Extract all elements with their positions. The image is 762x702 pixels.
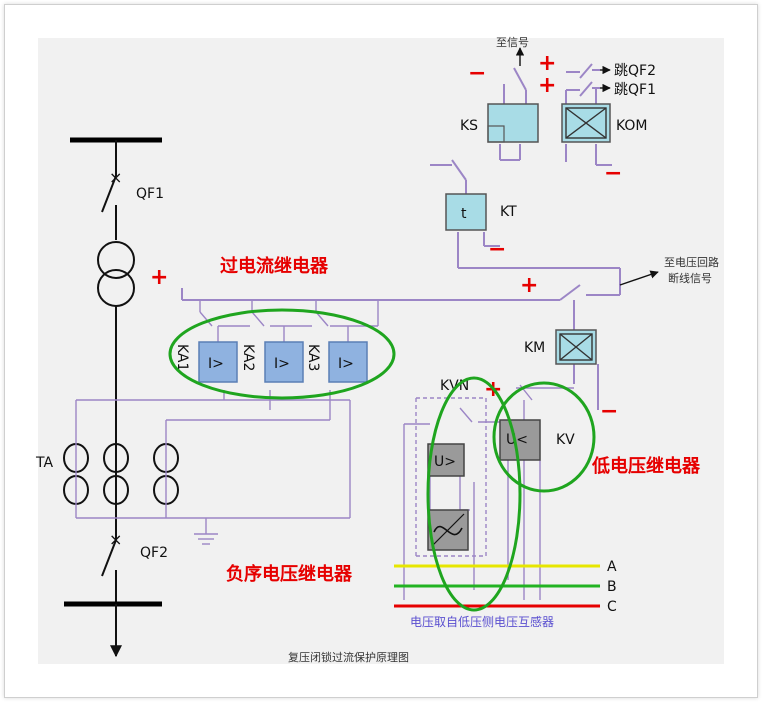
phase-c-label: C xyxy=(607,599,617,615)
current-transformers: TA xyxy=(35,443,179,505)
minus-sign-km: − xyxy=(600,399,618,424)
qf2-x-mark: × xyxy=(109,530,122,549)
ka2-relay-label: I> xyxy=(274,356,290,372)
minus-sign-ks: − xyxy=(468,61,486,86)
u-less-label: U< xyxy=(506,432,528,448)
trip-qf2-label: 跳QF2 xyxy=(614,63,656,79)
qf1-label: QF1 xyxy=(136,186,164,202)
km-label: KM xyxy=(524,340,545,356)
ka2-label: KA2 xyxy=(240,344,256,371)
qf2-breaker xyxy=(101,539,117,577)
ta-label: TA xyxy=(35,455,53,471)
ka3-relay xyxy=(328,341,368,383)
qf1-x-mark: × xyxy=(109,168,122,187)
undervoltage-highlight xyxy=(492,381,596,493)
to-voltage-label-1: 至电压回路 xyxy=(664,256,719,269)
trip-qf1-label: 跳QF1 xyxy=(614,82,656,98)
voltage-source-label: 电压取自低压侧电压互感器 xyxy=(410,614,554,629)
to-voltage-label-2: 断线信号 xyxy=(668,271,712,285)
signal-label: 至信号 xyxy=(496,36,529,49)
kom-label: KOM xyxy=(616,118,648,134)
phase-lines: A B C 电压取自低压侧电压互感器 xyxy=(394,559,617,629)
voltage-relays: KVN U> U< KV xyxy=(427,378,575,551)
u-less-relay xyxy=(499,419,541,461)
negative-sequence-highlight xyxy=(426,376,522,612)
transformer-winding-1 xyxy=(97,241,135,279)
to-voltage-arrow xyxy=(619,270,659,286)
ka1-relay xyxy=(198,341,238,383)
phase-a-label: A xyxy=(607,559,617,575)
kt-label: KT xyxy=(500,204,517,220)
minus-sign-kom: − xyxy=(604,161,622,186)
primary-circuit: × QF1 × QF2 xyxy=(64,137,168,658)
ka2-relay xyxy=(264,341,304,383)
transformer-winding-2 xyxy=(97,269,135,307)
overcurrent-annotation: 过电流继电器 xyxy=(220,255,329,277)
overcurrent-highlight xyxy=(168,308,396,400)
figure-caption: 复压闭锁过流保护原理图 xyxy=(288,650,409,664)
ks-label: KS xyxy=(460,118,478,134)
qf1-breaker xyxy=(101,175,117,213)
kv-label: KV xyxy=(556,432,575,448)
ka1-label: KA1 xyxy=(174,344,190,371)
undervoltage-annotation: 低电压继电器 xyxy=(591,455,701,477)
kt-relay xyxy=(445,193,487,231)
plus-sign-qf1: + xyxy=(538,73,556,98)
plus-sign-km: + xyxy=(520,273,538,298)
ka1-relay-label: I> xyxy=(208,356,224,372)
ks-relay xyxy=(487,103,539,143)
kt-relay-label: t xyxy=(461,206,467,222)
secondary-wiring xyxy=(75,63,621,600)
u-greater-label: U> xyxy=(434,454,456,470)
plus-sign-qf2: + xyxy=(538,51,556,76)
ka3-relay-label: I> xyxy=(338,356,354,372)
qf2-label: QF2 xyxy=(140,545,168,561)
plus-sign-left: + xyxy=(150,265,168,290)
ka3-label: KA3 xyxy=(305,344,321,371)
control-relays: 至信号 跳QF2 跳QF1 KS KOM t KT 至电压回路 断线信号 KM xyxy=(445,36,719,365)
highlight-ellipses xyxy=(168,308,596,612)
annotations: 过电流继电器 低电压继电器 负序电压继电器 xyxy=(220,255,701,585)
overcurrent-relays: I> I> I> KA1 KA2 KA3 xyxy=(174,341,368,383)
phase-b-label: B xyxy=(607,579,617,595)
negative-sequence-annotation: 负序电压继电器 xyxy=(226,563,353,585)
u-greater-relay xyxy=(427,443,465,477)
minus-sign-kt: − xyxy=(488,237,506,262)
